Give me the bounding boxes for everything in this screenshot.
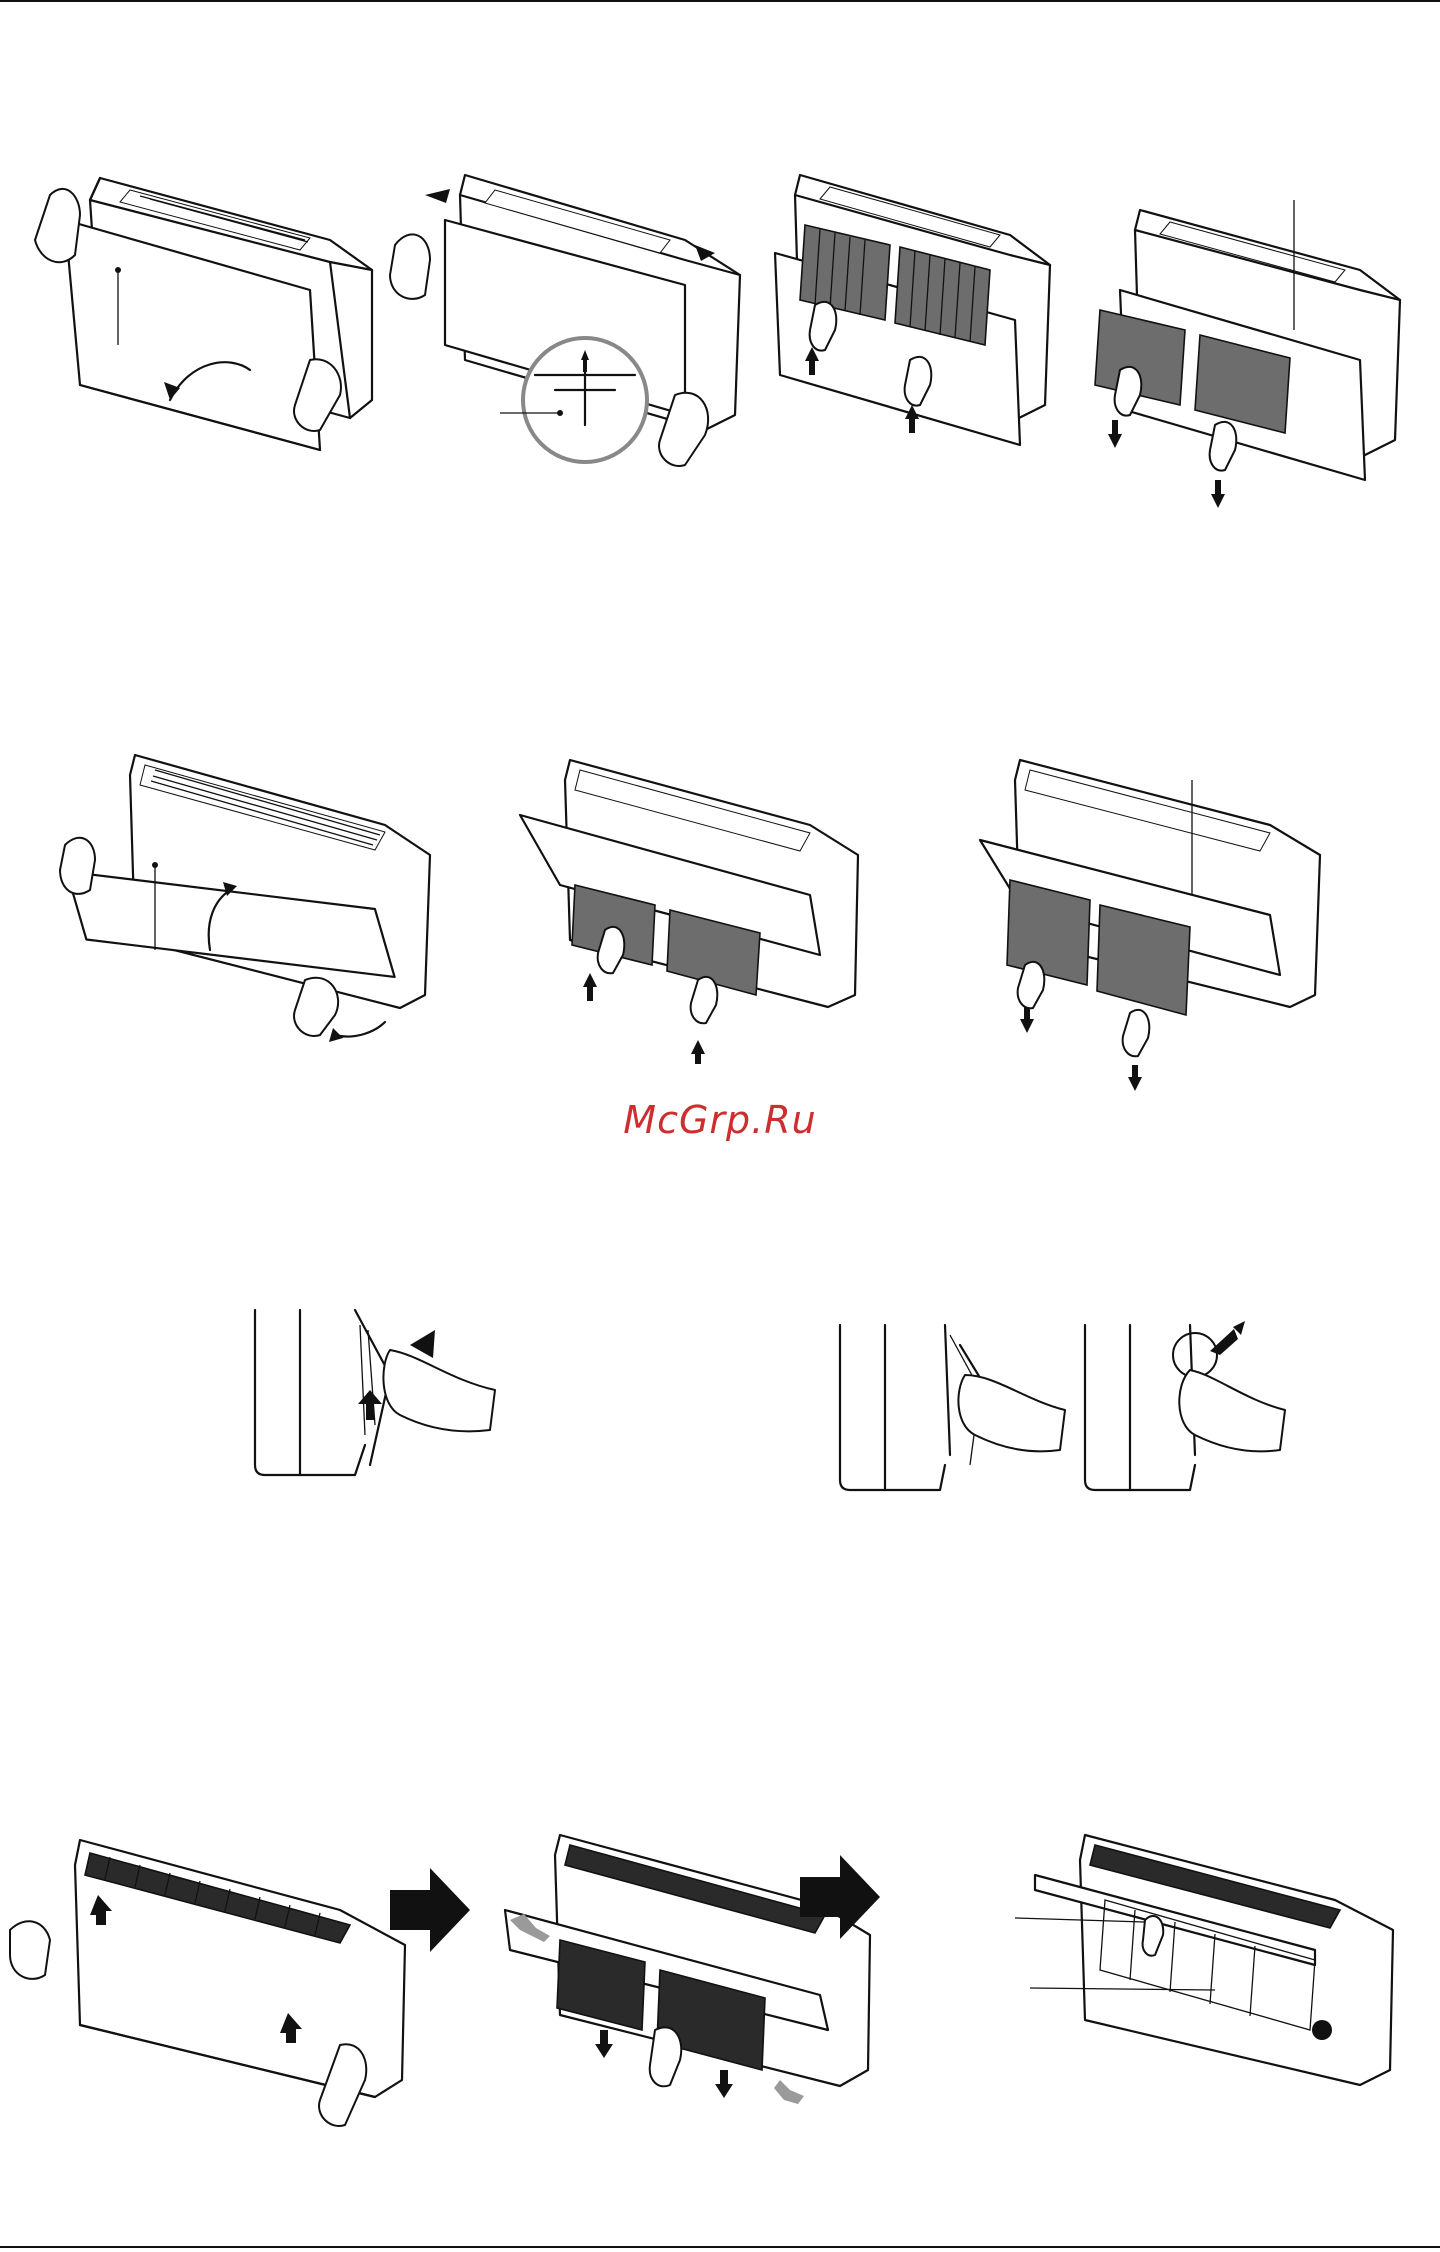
right-hand — [691, 977, 718, 1023]
right-hand — [294, 978, 338, 1036]
arrow-next-1 — [390, 1868, 470, 1952]
left-hand — [390, 234, 430, 299]
row3-step1-figure — [250, 1305, 500, 1485]
row1-step2-figure — [385, 165, 745, 475]
bottom-rule — [0, 2246, 1440, 2248]
row1-step1-figure — [20, 160, 380, 440]
left-hand — [60, 838, 95, 894]
row2-step2-figure — [520, 755, 860, 1065]
right-hand — [1123, 1010, 1150, 1056]
next-step-arrow-icon — [390, 1868, 470, 1952]
row2-step1-figure — [55, 750, 435, 1050]
top-rule — [0, 0, 1440, 2]
row1-step3-figure — [760, 165, 1060, 455]
hand — [383, 1350, 495, 1431]
row4-step3-figure — [1015, 1830, 1395, 2090]
next-step-arrow-icon — [800, 1855, 880, 1939]
hand — [958, 1375, 1065, 1451]
left-hand — [35, 189, 80, 262]
hand — [650, 2027, 682, 2086]
row1-step4-figure — [1090, 200, 1410, 510]
row2-step3-figure — [980, 755, 1330, 1095]
left-hand — [10, 1921, 50, 1979]
detail-magnifier — [523, 338, 647, 462]
row4-step1-figure — [10, 1835, 410, 2145]
arrow-next-2 — [800, 1855, 880, 1939]
row3-step2-figure — [835, 1315, 1315, 1500]
right-hand — [1210, 422, 1237, 471]
watermark-text: McGrp.Ru — [0, 1098, 1440, 1142]
